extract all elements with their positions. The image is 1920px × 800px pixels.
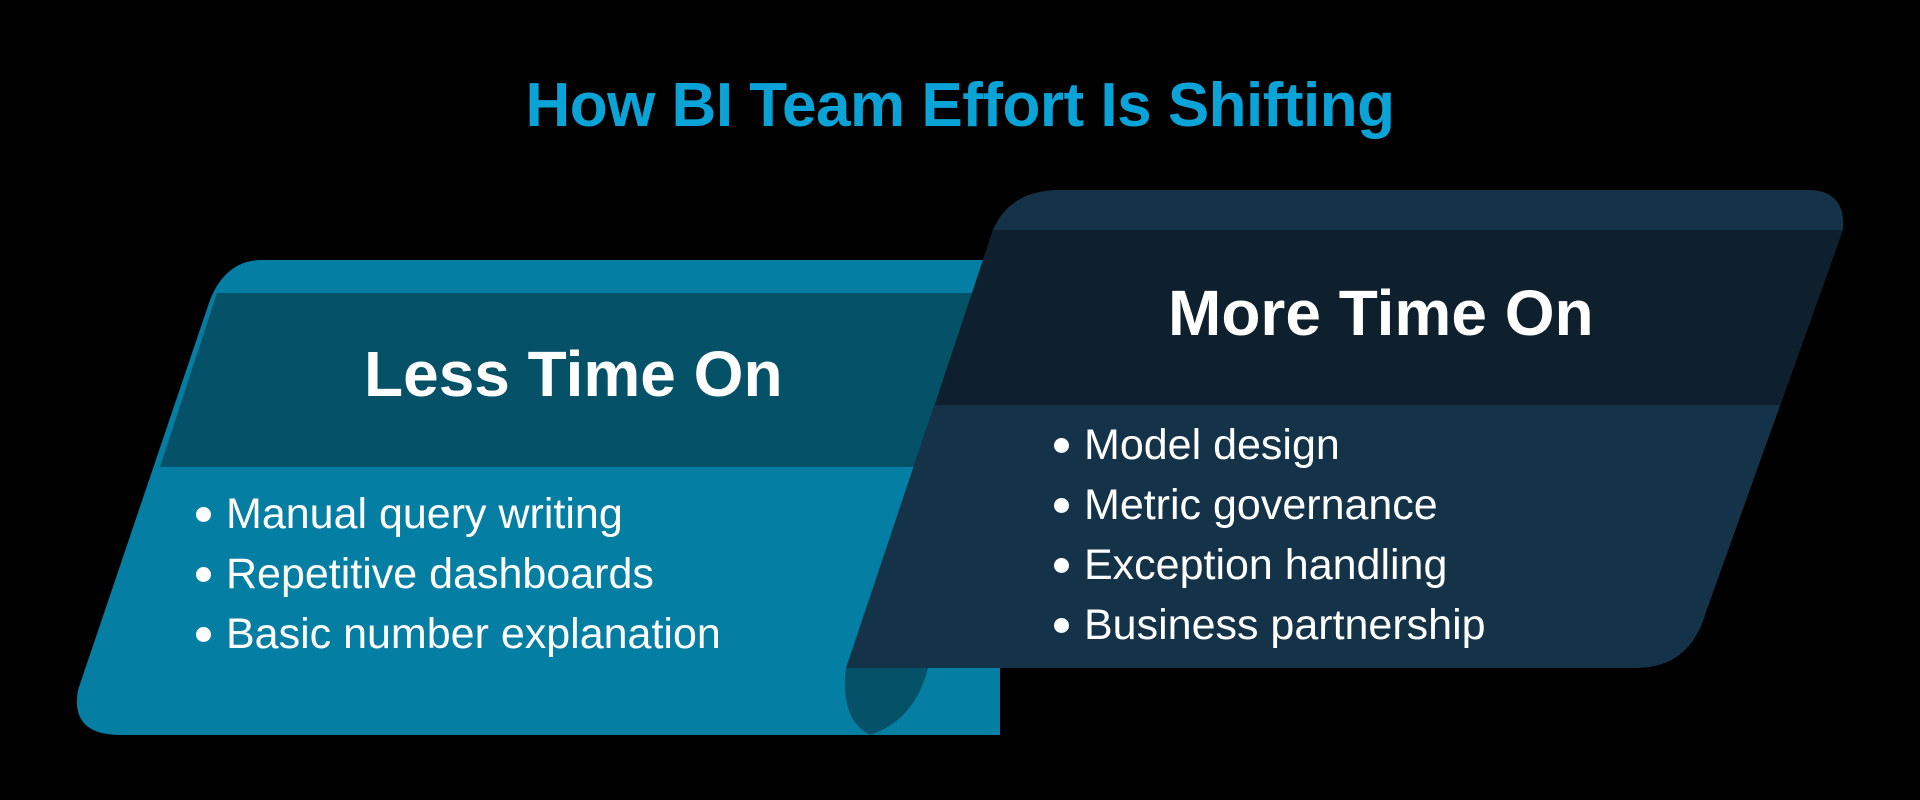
bullet-icon (196, 627, 211, 642)
bullet-icon (1054, 438, 1069, 453)
left-panel-curl (845, 668, 928, 735)
bullet-icon (196, 567, 211, 582)
bullet-icon (1054, 618, 1069, 633)
bullet-icon (1054, 558, 1069, 573)
right-panel-header-band (935, 230, 1843, 405)
list-item: Basic number explanation (190, 604, 721, 664)
less-time-heading: Less Time On (364, 338, 783, 410)
list-item-label: Business partnership (1084, 601, 1486, 649)
list-item-label: Manual query writing (226, 490, 623, 538)
right-panel-shape (846, 190, 1844, 668)
left-panel-header-band (160, 293, 1000, 467)
bullet-icon (196, 507, 211, 522)
list-item: Repetitive dashboards (190, 544, 721, 604)
less-time-list: Manual query writing Repetitive dashboar… (190, 484, 721, 664)
more-time-heading: More Time On (1168, 277, 1594, 349)
list-item: Business partnership (1048, 595, 1486, 655)
left-panel-shape (76, 260, 1001, 735)
list-item: Model design (1048, 415, 1486, 475)
page-title: How BI Team Effort Is Shifting (525, 71, 1395, 140)
list-item-label: Exception handling (1084, 541, 1448, 589)
list-item-label: Repetitive dashboards (226, 550, 654, 598)
list-item: Manual query writing (190, 484, 721, 544)
list-item: Metric governance (1048, 475, 1486, 535)
list-item-label: Metric governance (1084, 481, 1438, 529)
list-item: Exception handling (1048, 535, 1486, 595)
bullet-icon (1054, 498, 1069, 513)
more-time-list: Model design Metric governance Exception… (1048, 415, 1486, 655)
list-item-label: Basic number explanation (226, 610, 721, 658)
list-item-label: Model design (1084, 421, 1340, 469)
